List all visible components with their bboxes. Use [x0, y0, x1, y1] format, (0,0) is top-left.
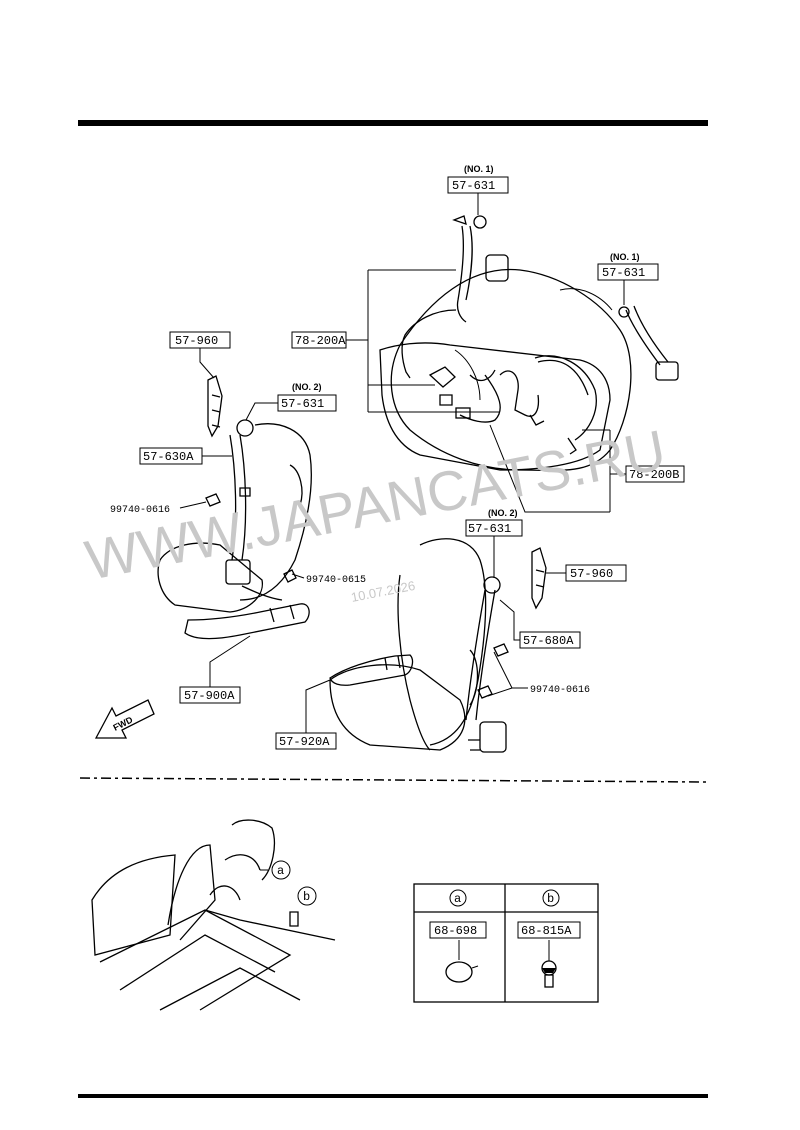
label-no1-rear-right: (NO. 1) [610, 252, 640, 262]
callout-b-label: b [303, 890, 310, 904]
label-99740-0616-c: 99740-0616 [530, 685, 590, 696]
top-rule [78, 120, 708, 126]
label-57-631-d: 57-631 [468, 522, 511, 536]
label-57-960-a: 57-960 [175, 334, 218, 348]
label-57-900A: 57-900A [184, 689, 235, 703]
table-col-b-part: 68-815A [521, 924, 572, 938]
label-57-631-a: 57-631 [452, 179, 495, 193]
label-57-920A: 57-920A [279, 735, 330, 749]
table-col-b-header: b [547, 892, 554, 906]
table-col-a-part: 68-698 [434, 924, 477, 938]
callout-labels: (NO. 1) 57-631 (NO. 1) 57-631 78-200A 57… [110, 164, 685, 750]
rear-seat-illustration [379, 215, 679, 472]
clip-a-icon [445, 961, 473, 983]
inset-callouts: a b [271, 860, 317, 906]
front-right-seat-illustration [329, 538, 547, 753]
label-99740-0615: 99740-0615 [306, 575, 366, 586]
box-57-631-b [597, 263, 659, 281]
label-no2-front-right: (NO. 2) [488, 508, 518, 518]
callout-a-label: a [277, 864, 284, 878]
label-99740-0616-a: 99740-0616 [110, 505, 170, 516]
label-57-630A: 57-630A [143, 450, 194, 464]
front-left-seat-illustration [157, 375, 312, 640]
fastener-table: a b 68-698 68-815A [413, 883, 599, 1003]
label-78-200B: 78-200B [629, 468, 679, 482]
interior-inset-illustration [91, 819, 336, 1011]
callout-a-circle [271, 860, 291, 880]
clip-b-icon [541, 940, 557, 988]
fwd-arrow: FWD [94, 699, 155, 739]
label-no1-rear-left: (NO. 1) [464, 164, 494, 174]
label-57-631-c: 57-631 [281, 397, 324, 411]
label-57-680A: 57-680A [523, 634, 574, 648]
section-divider [79, 777, 707, 783]
table-col-a-header: a [454, 892, 461, 906]
label-57-631-b: 57-631 [602, 266, 645, 280]
bottom-rule [78, 1094, 708, 1098]
callout-b-circle [297, 886, 317, 906]
label-no2-front-left: (NO. 2) [292, 382, 322, 392]
label-57-960-b: 57-960 [570, 567, 613, 581]
label-78-200A: 78-200A [295, 334, 346, 348]
